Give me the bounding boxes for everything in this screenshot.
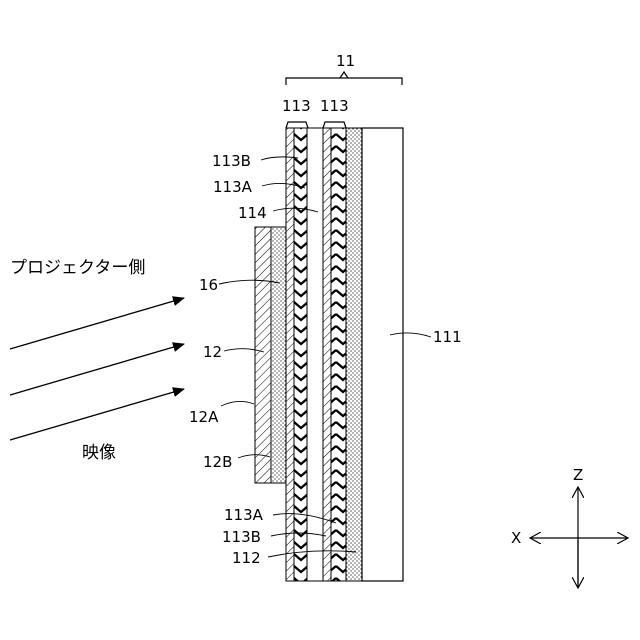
label-111: 111 <box>433 328 462 346</box>
label-12B: 12B <box>203 453 232 471</box>
layer-113A-left <box>294 128 307 581</box>
label-113B-top: 113B <box>212 152 251 170</box>
label-113A-top: 113A <box>213 178 253 196</box>
brace-11: 11 <box>286 52 402 85</box>
laminate-11 <box>286 128 403 581</box>
projection-arrow-bottom <box>10 389 184 440</box>
label-11: 11 <box>336 52 355 70</box>
layer-12 <box>255 227 271 483</box>
layer-114 <box>307 128 323 581</box>
x-axis-label: X <box>511 529 521 547</box>
projection-arrows <box>10 298 184 440</box>
label-113A-bottom: 113A <box>224 506 264 524</box>
projector-side-label: プロジェクター側 <box>10 258 145 278</box>
label-112: 112 <box>232 549 261 567</box>
label-114: 114 <box>238 204 267 222</box>
layer-113A-right <box>331 128 346 581</box>
layer-16 <box>271 227 286 483</box>
label-113B-bottom: 113B <box>222 528 261 546</box>
label-113-right: 113 <box>320 97 349 115</box>
projection-arrow-middle <box>10 344 184 395</box>
label-12: 12 <box>203 343 222 361</box>
brace-113-left: 113 <box>282 97 311 128</box>
z-axis-label: Z <box>573 466 583 484</box>
brace-113-right: 113 <box>320 97 349 128</box>
image-label: 映像 <box>82 443 116 463</box>
layer-113B-right <box>323 128 331 581</box>
layer-111 <box>362 128 403 581</box>
coordinate-axes: Z X <box>511 466 628 588</box>
layer-113B-left <box>286 128 294 581</box>
label-113-left: 113 <box>282 97 311 115</box>
screen-12 <box>255 227 286 483</box>
label-16: 16 <box>199 276 218 294</box>
layer-112 <box>346 128 362 581</box>
label-12A: 12A <box>189 408 219 426</box>
projection-arrow-top <box>10 298 184 349</box>
